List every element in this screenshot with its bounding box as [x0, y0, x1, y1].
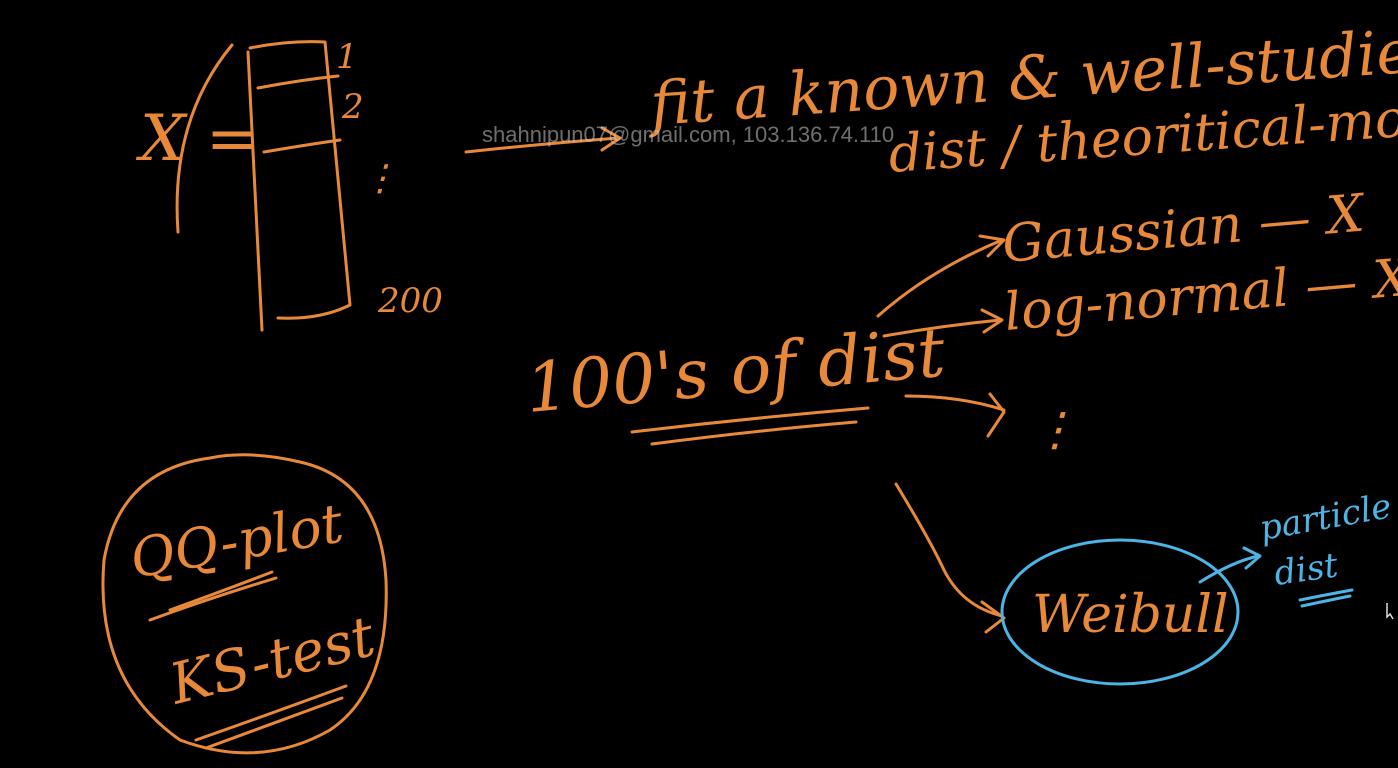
particle-dist-text: dist	[1272, 545, 1341, 594]
row-200-label: 200	[377, 281, 443, 321]
data-column-sketch	[175, 40, 352, 332]
distribution-arrows	[876, 234, 1006, 634]
more-dist-dots: ⋮	[1032, 402, 1078, 456]
particle-text: particle	[1257, 486, 1395, 548]
mouse-cursor-icon	[1386, 603, 1394, 620]
weibull-to-particle-arrow	[1198, 546, 1262, 584]
row-2-label: 2	[341, 87, 364, 127]
watermark-text: shahnipun07@gmail.com, 103.136.74.110	[482, 122, 895, 147]
x-label: X =	[135, 102, 260, 176]
row-1-label: 1	[336, 37, 358, 77]
weibull-circle	[1000, 538, 1240, 686]
fit-arrow	[464, 126, 622, 154]
row-dots: ⋮	[362, 158, 398, 199]
weibull-text: Weibull	[1032, 585, 1229, 645]
dist-count-text: 100's of dist	[523, 314, 949, 429]
qq-plot-underline	[148, 570, 278, 622]
tests-circle	[101, 453, 388, 755]
ks-test-underline	[194, 684, 348, 750]
qq-plot-text: QQ-plot	[125, 491, 348, 590]
ks-test-text: KS-test	[163, 604, 382, 718]
particle-underline	[1298, 588, 1354, 608]
dist-count-underline	[630, 406, 870, 446]
